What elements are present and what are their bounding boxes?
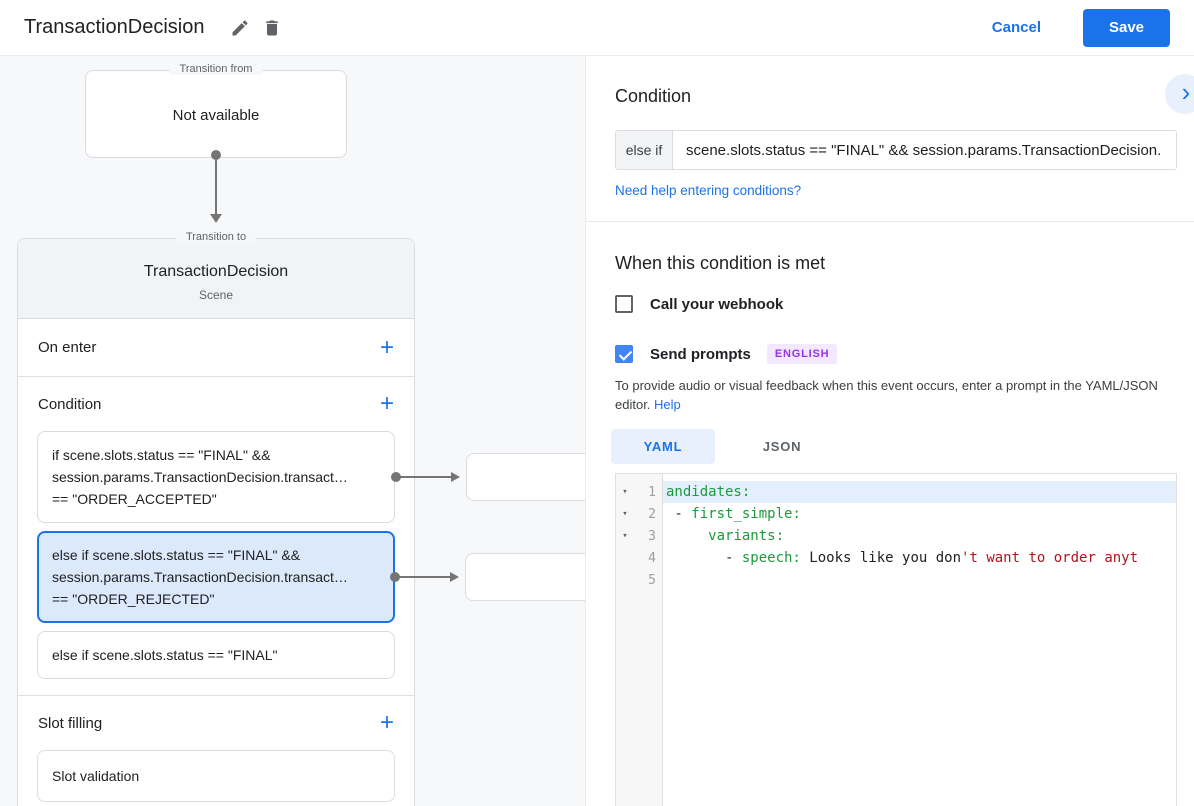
edit-button[interactable] <box>224 12 256 44</box>
prompt-helper-text: To provide audio or visual feedback when… <box>615 376 1180 414</box>
slot-validation-card[interactable]: Slot validation <box>37 750 395 802</box>
tab-yaml[interactable]: YAML <box>611 429 715 464</box>
cancel-button[interactable]: Cancel <box>976 11 1057 44</box>
code-line[interactable]: andidates: <box>663 481 1176 503</box>
scene-title: TransactionDecision <box>143 263 289 280</box>
condition-expression-field: else if <box>615 130 1177 170</box>
code-line[interactable] <box>663 569 1176 591</box>
editor-code[interactable]: andidates: - first_simple: variants: - s… <box>663 474 1176 806</box>
condition-card[interactable]: else if scene.slots.status == "FINAL" &&… <box>37 531 585 623</box>
transition-from-legend: Transition from <box>169 63 263 75</box>
delete-button[interactable] <box>256 12 288 44</box>
scene-header: TransactionDecision Scene <box>18 239 414 319</box>
collapse-panel-button[interactable]: › <box>1165 74 1194 114</box>
line-number: 3 <box>648 528 656 544</box>
condition-card[interactable]: if scene.slots.status == "FINAL" && sessi… <box>37 431 585 523</box>
condition-card-line: if scene.slots.status == "FINAL" && <box>52 447 271 463</box>
transition-target-node[interactable] <box>465 553 585 601</box>
on-enter-label: On enter <box>38 339 97 356</box>
help-link[interactable]: Help <box>654 397 681 412</box>
line-number: 2 <box>648 506 656 522</box>
connector-arrowhead-icon <box>450 572 459 582</box>
connector-line <box>396 576 452 578</box>
connector-arrowhead-icon <box>451 472 460 482</box>
connector-line <box>215 158 217 216</box>
condition-section-header: Condition + <box>18 377 414 431</box>
line-number: 1 <box>648 484 656 500</box>
condition-card-list: if scene.slots.status == "FINAL" && sessi… <box>18 431 585 679</box>
panel-divider <box>586 221 1194 222</box>
slot-filling-section-header: Slot filling + <box>18 696 414 750</box>
condition-expression-input[interactable] <box>673 131 1176 169</box>
webhook-label: Call your webhook <box>650 295 784 313</box>
edit-icon <box>232 19 248 35</box>
editor-gutter: ▾ 1 ▾ 2 ▾ 3 4 5 <box>616 474 663 806</box>
webhook-checkbox[interactable] <box>615 295 633 313</box>
connector-dot <box>391 472 401 482</box>
transition-to-legend: Transition to <box>175 231 257 243</box>
condition-prefix-label: else if <box>616 131 673 169</box>
add-slot-icon[interactable]: + <box>379 709 394 736</box>
send-prompts-row: Send prompts ENGLISH <box>615 344 838 364</box>
code-line[interactable]: variants: <box>708 528 785 544</box>
transition-from-node[interactable]: Transition from Not available <box>85 63 347 158</box>
fold-arrow-icon[interactable]: ▾ <box>622 531 628 541</box>
section-divider <box>18 695 414 696</box>
save-button[interactable]: Save <box>1083 8 1170 47</box>
panel-condition-heading: Condition <box>615 86 692 106</box>
condition-editor-panel: Condition › else if Need help entering c… <box>585 56 1194 806</box>
condition-card-line: else if scene.slots.status == "FINAL" && <box>52 547 301 563</box>
on-enter-row[interactable]: On enter + <box>18 319 414 377</box>
webhook-row: Call your webhook <box>615 295 783 313</box>
page-title: TransactionDecision <box>24 16 205 38</box>
line-number: 4 <box>648 550 656 566</box>
connector-dot <box>211 150 221 160</box>
add-on-enter-icon[interactable]: + <box>379 333 394 361</box>
transition-from-content: Not available <box>172 107 260 124</box>
send-prompts-label: Send prompts <box>650 345 751 363</box>
add-condition-icon[interactable]: + <box>379 390 394 417</box>
connector-line <box>397 476 453 478</box>
condition-card[interactable]: else if scene.slots.status == "FINAL" <box>37 631 395 679</box>
condition-card-line: else if scene.slots.status == "FINAL" <box>52 647 278 663</box>
send-prompts-checkbox[interactable] <box>615 345 633 363</box>
when-condition-heading: When this condition is met <box>615 253 826 273</box>
condition-card-line: == "ORDER_REJECTED" <box>52 591 215 607</box>
connector-dot <box>390 572 400 582</box>
fold-arrow-icon[interactable]: ▾ <box>622 487 628 497</box>
condition-card-line: session.params.TransactionDecision.trans… <box>52 469 348 485</box>
slot-filling-label: Slot filling <box>38 714 103 732</box>
transition-target-node[interactable] <box>466 453 585 501</box>
tab-json[interactable]: JSON <box>730 429 834 464</box>
fold-arrow-icon[interactable]: ▾ <box>622 509 628 519</box>
code-line[interactable]: - first_simple: <box>666 506 801 522</box>
line-number: 5 <box>648 572 656 588</box>
conditions-help-link[interactable]: Need help entering conditions? <box>615 183 802 198</box>
helper-text: To provide audio or visual feedback when… <box>615 378 1158 412</box>
scene-subtitle: Scene <box>198 288 234 302</box>
editor-format-tabs: YAML JSON <box>611 429 834 464</box>
chevron-right-icon: › <box>1181 77 1191 107</box>
code-line[interactable]: - speech: Looks like you don't want to o… <box>666 550 1139 566</box>
flow-canvas: Transition from Not available Transition… <box>0 56 585 806</box>
tab-gap <box>715 429 730 464</box>
top-bar: TransactionDecision Cancel Save <box>0 0 1194 56</box>
condition-section-label: Condition <box>38 395 102 413</box>
connector-arrowhead-icon <box>210 214 222 223</box>
condition-card-line: session.params.TransactionDecision.trans… <box>52 569 348 585</box>
condition-card-line: == "ORDER_ACCEPTED" <box>52 491 217 507</box>
language-badge: ENGLISH <box>766 344 838 364</box>
yaml-editor[interactable]: ▾ 1 ▾ 2 ▾ 3 4 5 andidates: - first_simple: vari… <box>615 473 1177 806</box>
delete-icon <box>266 20 279 35</box>
scene-node[interactable]: Transition to TransactionDecision Scene … <box>17 231 585 806</box>
